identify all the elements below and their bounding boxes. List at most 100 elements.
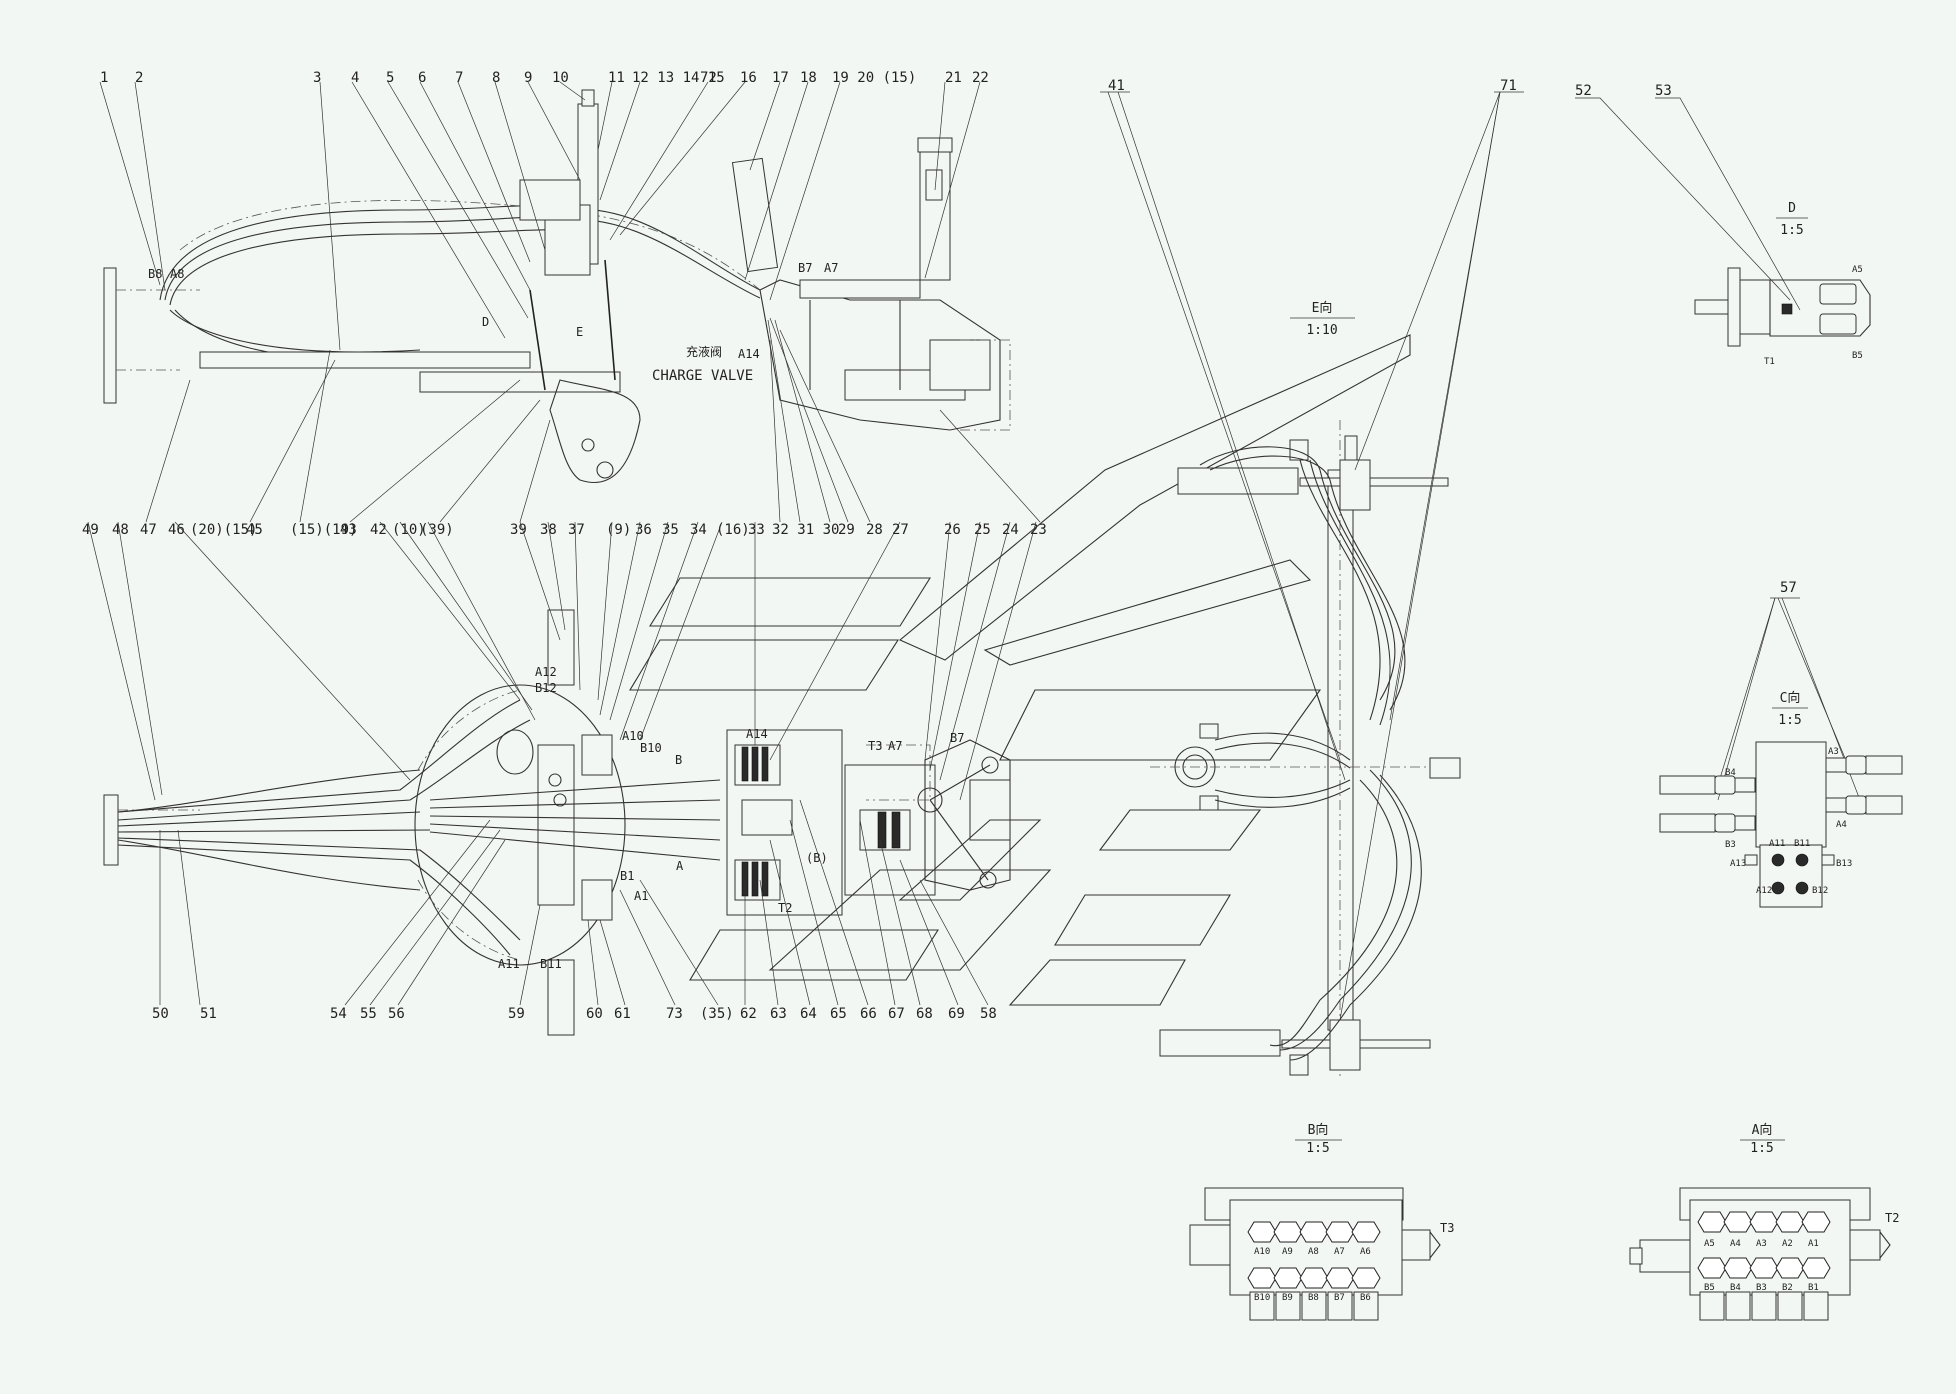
callout-8: 8 [492, 70, 500, 86]
callout-62: 62 [740, 1006, 757, 1022]
callout-72: 72 [700, 70, 717, 86]
view-c-a3: A3 [1828, 747, 1839, 757]
view-b-a7: A7 [1334, 1247, 1345, 1257]
view-a-a2: A2 [1782, 1239, 1793, 1249]
callout-68: 68 [916, 1006, 933, 1022]
view-a-a5: A5 [1704, 1239, 1715, 1249]
view-b-b9: B9 [1282, 1293, 1293, 1303]
callout-29: 29 [838, 522, 855, 538]
plan-a11: A11 [498, 957, 520, 971]
callout-32-30: 32 31 30 [772, 522, 839, 538]
callout-47b: 47 [140, 522, 157, 538]
label-a8: A8 [170, 267, 184, 281]
callout-27: 27 [892, 522, 909, 538]
callout-2: 2 [135, 70, 143, 86]
callout-9p: (9) [606, 522, 631, 538]
callout-16: 16 [740, 70, 757, 86]
view-c-a11: A11 [1769, 839, 1785, 849]
callout-69: 69 [948, 1006, 965, 1022]
callout-41: 41 [1108, 78, 1125, 94]
view-d-a5: A5 [1852, 265, 1863, 275]
callout-51: 51 [200, 1006, 217, 1022]
view-b: B向 1:5 T3 A10 A9 A8 A7 A6 B10 [1189, 1122, 1454, 1321]
top-callouts: 1 2 3 4 5 6 7 8 9 10 11 12 13 14 15 72 1… [100, 70, 1672, 99]
plan-b10: B10 [640, 741, 662, 755]
callout-67: 67 [888, 1006, 905, 1022]
callout-22: 22 [972, 70, 989, 86]
callout-6: 6 [418, 70, 426, 86]
view-b-title: B向 [1308, 1122, 1329, 1138]
callout-33: 33 [748, 522, 765, 538]
plan-b12: B12 [535, 681, 557, 695]
callout-46: 46 [168, 522, 185, 538]
view-c-b11: B11 [1794, 839, 1810, 849]
view-c-b12: B12 [1812, 886, 1828, 896]
callout-23: 23 [1030, 522, 1047, 538]
plan-mount-plate [103, 794, 119, 866]
label-a7: A7 [824, 261, 838, 275]
callout-19-20: 19 20 (15) [832, 70, 916, 86]
view-a-b4: B4 [1730, 1283, 1741, 1293]
callout-54: 54 [330, 1006, 347, 1022]
plan-t2: T2 [778, 901, 792, 915]
callout-26: 26 [944, 522, 961, 538]
view-a: A向 1:5 T2 A5 A4 A3 A2 A1 B5 [1629, 1122, 1899, 1321]
view-a-b5: B5 [1704, 1283, 1715, 1293]
callout-35p: (35) [700, 1006, 734, 1022]
view-b-a9: A9 [1282, 1247, 1293, 1257]
plan-t3: T3 [868, 739, 882, 753]
callout-60: 60 [586, 1006, 603, 1022]
callout-10p: (10) [392, 522, 426, 538]
plan-a: A [676, 859, 684, 873]
view-b-a6: A6 [1360, 1247, 1371, 1257]
plan-a10: A10 [622, 729, 644, 743]
mid-up-leaders [145, 317, 1041, 523]
view-a-a3: A3 [1756, 1239, 1767, 1249]
view-e: E向 1:10 [1100, 91, 1524, 1080]
label-b7: B7 [798, 261, 812, 275]
callout-45: 45 [246, 522, 263, 538]
callout-35: 35 [662, 522, 679, 538]
view-d-scale: 1:5 [1780, 223, 1803, 238]
callout-48: 48 [112, 522, 129, 538]
view-b-b6: B6 [1360, 1293, 1371, 1303]
callout-16p: (16) [716, 522, 750, 538]
callout-49: 49 [82, 522, 99, 538]
callout-10: 10 [552, 70, 569, 86]
callout-59: 59 [508, 1006, 525, 1022]
callout-34: 34 [690, 522, 707, 538]
label-b8: B8 [148, 267, 162, 281]
plan-a1: A1 [634, 889, 648, 903]
callout-52: 52 [1575, 83, 1592, 99]
callout-17: 17 [772, 70, 789, 86]
view-a-scale: 1:5 [1750, 1141, 1773, 1156]
view-d-b5: B5 [1852, 351, 1863, 361]
callout-58: 58 [980, 1006, 997, 1022]
callout-39: 39 [510, 522, 527, 538]
plan-a12: A12 [535, 665, 557, 679]
label-charge-cn: 充液阀 [686, 344, 722, 359]
callout-25: 25 [974, 522, 991, 538]
view-d: D 1:5 A5 B5 T1 [1575, 97, 1871, 367]
callout-20-15: (20)(15) [190, 522, 257, 538]
view-d-t1: T1 [1764, 357, 1775, 367]
view-a-b3: B3 [1756, 1283, 1767, 1293]
view-d-title: D [1788, 201, 1796, 216]
callout-42: 42 [370, 522, 387, 538]
callout-28: 28 [866, 522, 883, 538]
mid-callouts: 49 48 53 47 46 (20)(15) 45 (15)(19) 43 4… [82, 522, 1047, 538]
callout-37: 37 [568, 522, 585, 538]
callout-50: 50 [152, 1006, 169, 1022]
callout-24: 24 [1002, 522, 1019, 538]
view-b-t3: T3 [1440, 1221, 1454, 1235]
view-c-a13: A13 [1730, 859, 1746, 869]
view-c: 57 C向 1:5 B4 A3 B3 A4 A11 [1659, 580, 1903, 908]
callout-4: 4 [351, 70, 359, 86]
callout-43: 43 [340, 522, 357, 538]
plan-leaders [87, 521, 1037, 801]
bottom-callouts: 50 51 54 55 56 59 60 61 73 (35) 62 63 64… [152, 1006, 997, 1022]
plan-b: B [675, 753, 682, 767]
view-a-a4: A4 [1730, 1239, 1741, 1249]
callout-71: 71 [1500, 78, 1517, 94]
